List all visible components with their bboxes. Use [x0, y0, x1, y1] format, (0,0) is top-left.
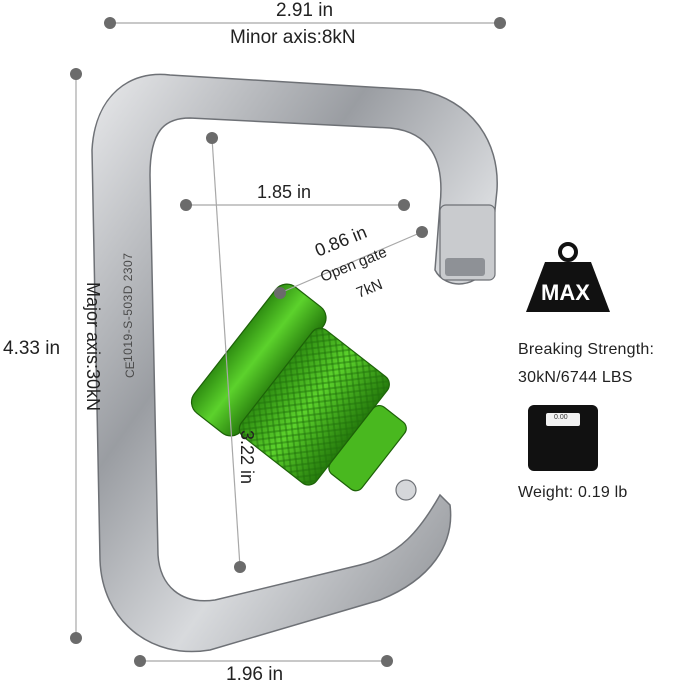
dot	[494, 17, 506, 29]
gate-collar	[328, 404, 407, 492]
inner-height-label: 3.22 in	[237, 430, 257, 485]
dot	[274, 287, 286, 299]
base-width-label: 1.96 in	[226, 664, 284, 685]
breaking-strength-label: Breaking Strength:	[518, 341, 655, 358]
scale-icon	[528, 405, 598, 471]
width-label: 2.91 in	[276, 0, 334, 21]
dot	[398, 199, 410, 211]
carabiner-body	[91, 73, 498, 653]
max-badge-text: MAX	[541, 280, 590, 305]
inner-height-line	[211, 137, 241, 568]
dot	[234, 561, 246, 573]
dot	[70, 68, 82, 80]
weight-label: Weight: 0.19 lb	[518, 484, 628, 501]
nose-slot	[445, 258, 485, 276]
dot	[134, 655, 146, 667]
gate-opening-line	[279, 231, 423, 294]
dimension-lines	[75, 22, 500, 662]
dot	[180, 199, 192, 211]
minor-axis-label: Minor axis:8kN	[230, 27, 356, 48]
locking-gate	[190, 283, 417, 501]
inner-width-label: 1.85 in	[257, 182, 312, 202]
height-label: 4.33 in	[3, 338, 61, 359]
dot	[206, 132, 218, 144]
max-weight-icon	[526, 242, 610, 312]
dot	[70, 632, 82, 644]
gate-knurling	[239, 328, 390, 485]
major-axis-label: Major axis:30kN	[83, 282, 103, 412]
dot	[416, 226, 428, 238]
ce-mark: CE	[123, 361, 137, 378]
dot	[381, 655, 393, 667]
engraving-model: 1019-S-503D 2307	[121, 252, 135, 362]
breaking-strength-value: 30kN/6744 LBS	[518, 369, 633, 386]
scale-display: 0.00	[554, 414, 568, 421]
dimension-dots	[70, 17, 506, 667]
gate-rivet	[395, 479, 417, 501]
dot	[104, 17, 116, 29]
